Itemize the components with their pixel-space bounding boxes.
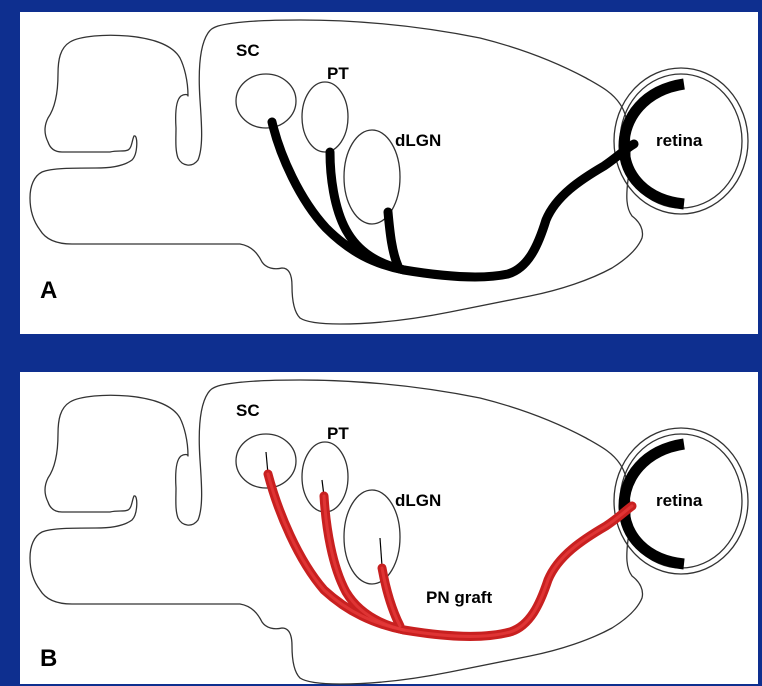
panel-b-sc-label: SC — [236, 401, 260, 420]
panel-a-sc-label: SC — [236, 41, 260, 60]
panel-b-letter: B — [40, 645, 57, 672]
panel-a-pt-nucleus — [302, 82, 348, 152]
panel-b: SC PT dLGN retina PN graft B — [20, 372, 758, 684]
panel-a-retina-label: retina — [656, 131, 703, 150]
panel-b-dlgn-label: dLGN — [395, 491, 441, 510]
panel-b-retina-label: retina — [656, 491, 703, 510]
panel-a-dlgn-label: dLGN — [395, 131, 441, 150]
panel-a-sc-nucleus — [236, 74, 296, 128]
panel-b-pt-label: PT — [327, 424, 349, 443]
panel-b-dlgn-nucleus — [344, 490, 400, 584]
panel-b-pn-graft-label: PN graft — [426, 588, 492, 607]
panel-a-letter: A — [40, 277, 57, 304]
panel-a: SC PT dLGN retina A — [20, 12, 758, 334]
panel-a-pt-label: PT — [327, 64, 349, 83]
